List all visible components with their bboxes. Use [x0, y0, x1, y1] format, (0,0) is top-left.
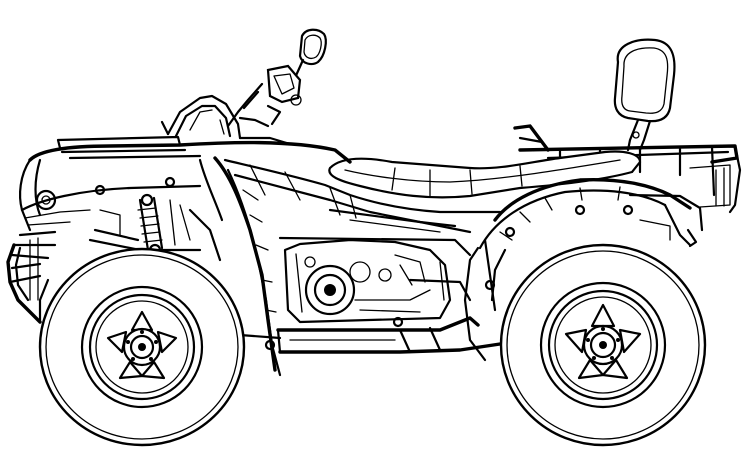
seat [328, 150, 642, 199]
engine [278, 236, 472, 324]
rear-wheel [499, 243, 707, 447]
front-cowl [160, 94, 292, 146]
handlebar-assembly [226, 28, 327, 128]
front-bumper [6, 237, 50, 324]
rear-mudflap [490, 228, 698, 302]
floorboard [238, 316, 502, 354]
passenger-backrest [613, 38, 676, 152]
front-wheel [38, 247, 246, 447]
main-body [10, 135, 704, 377]
